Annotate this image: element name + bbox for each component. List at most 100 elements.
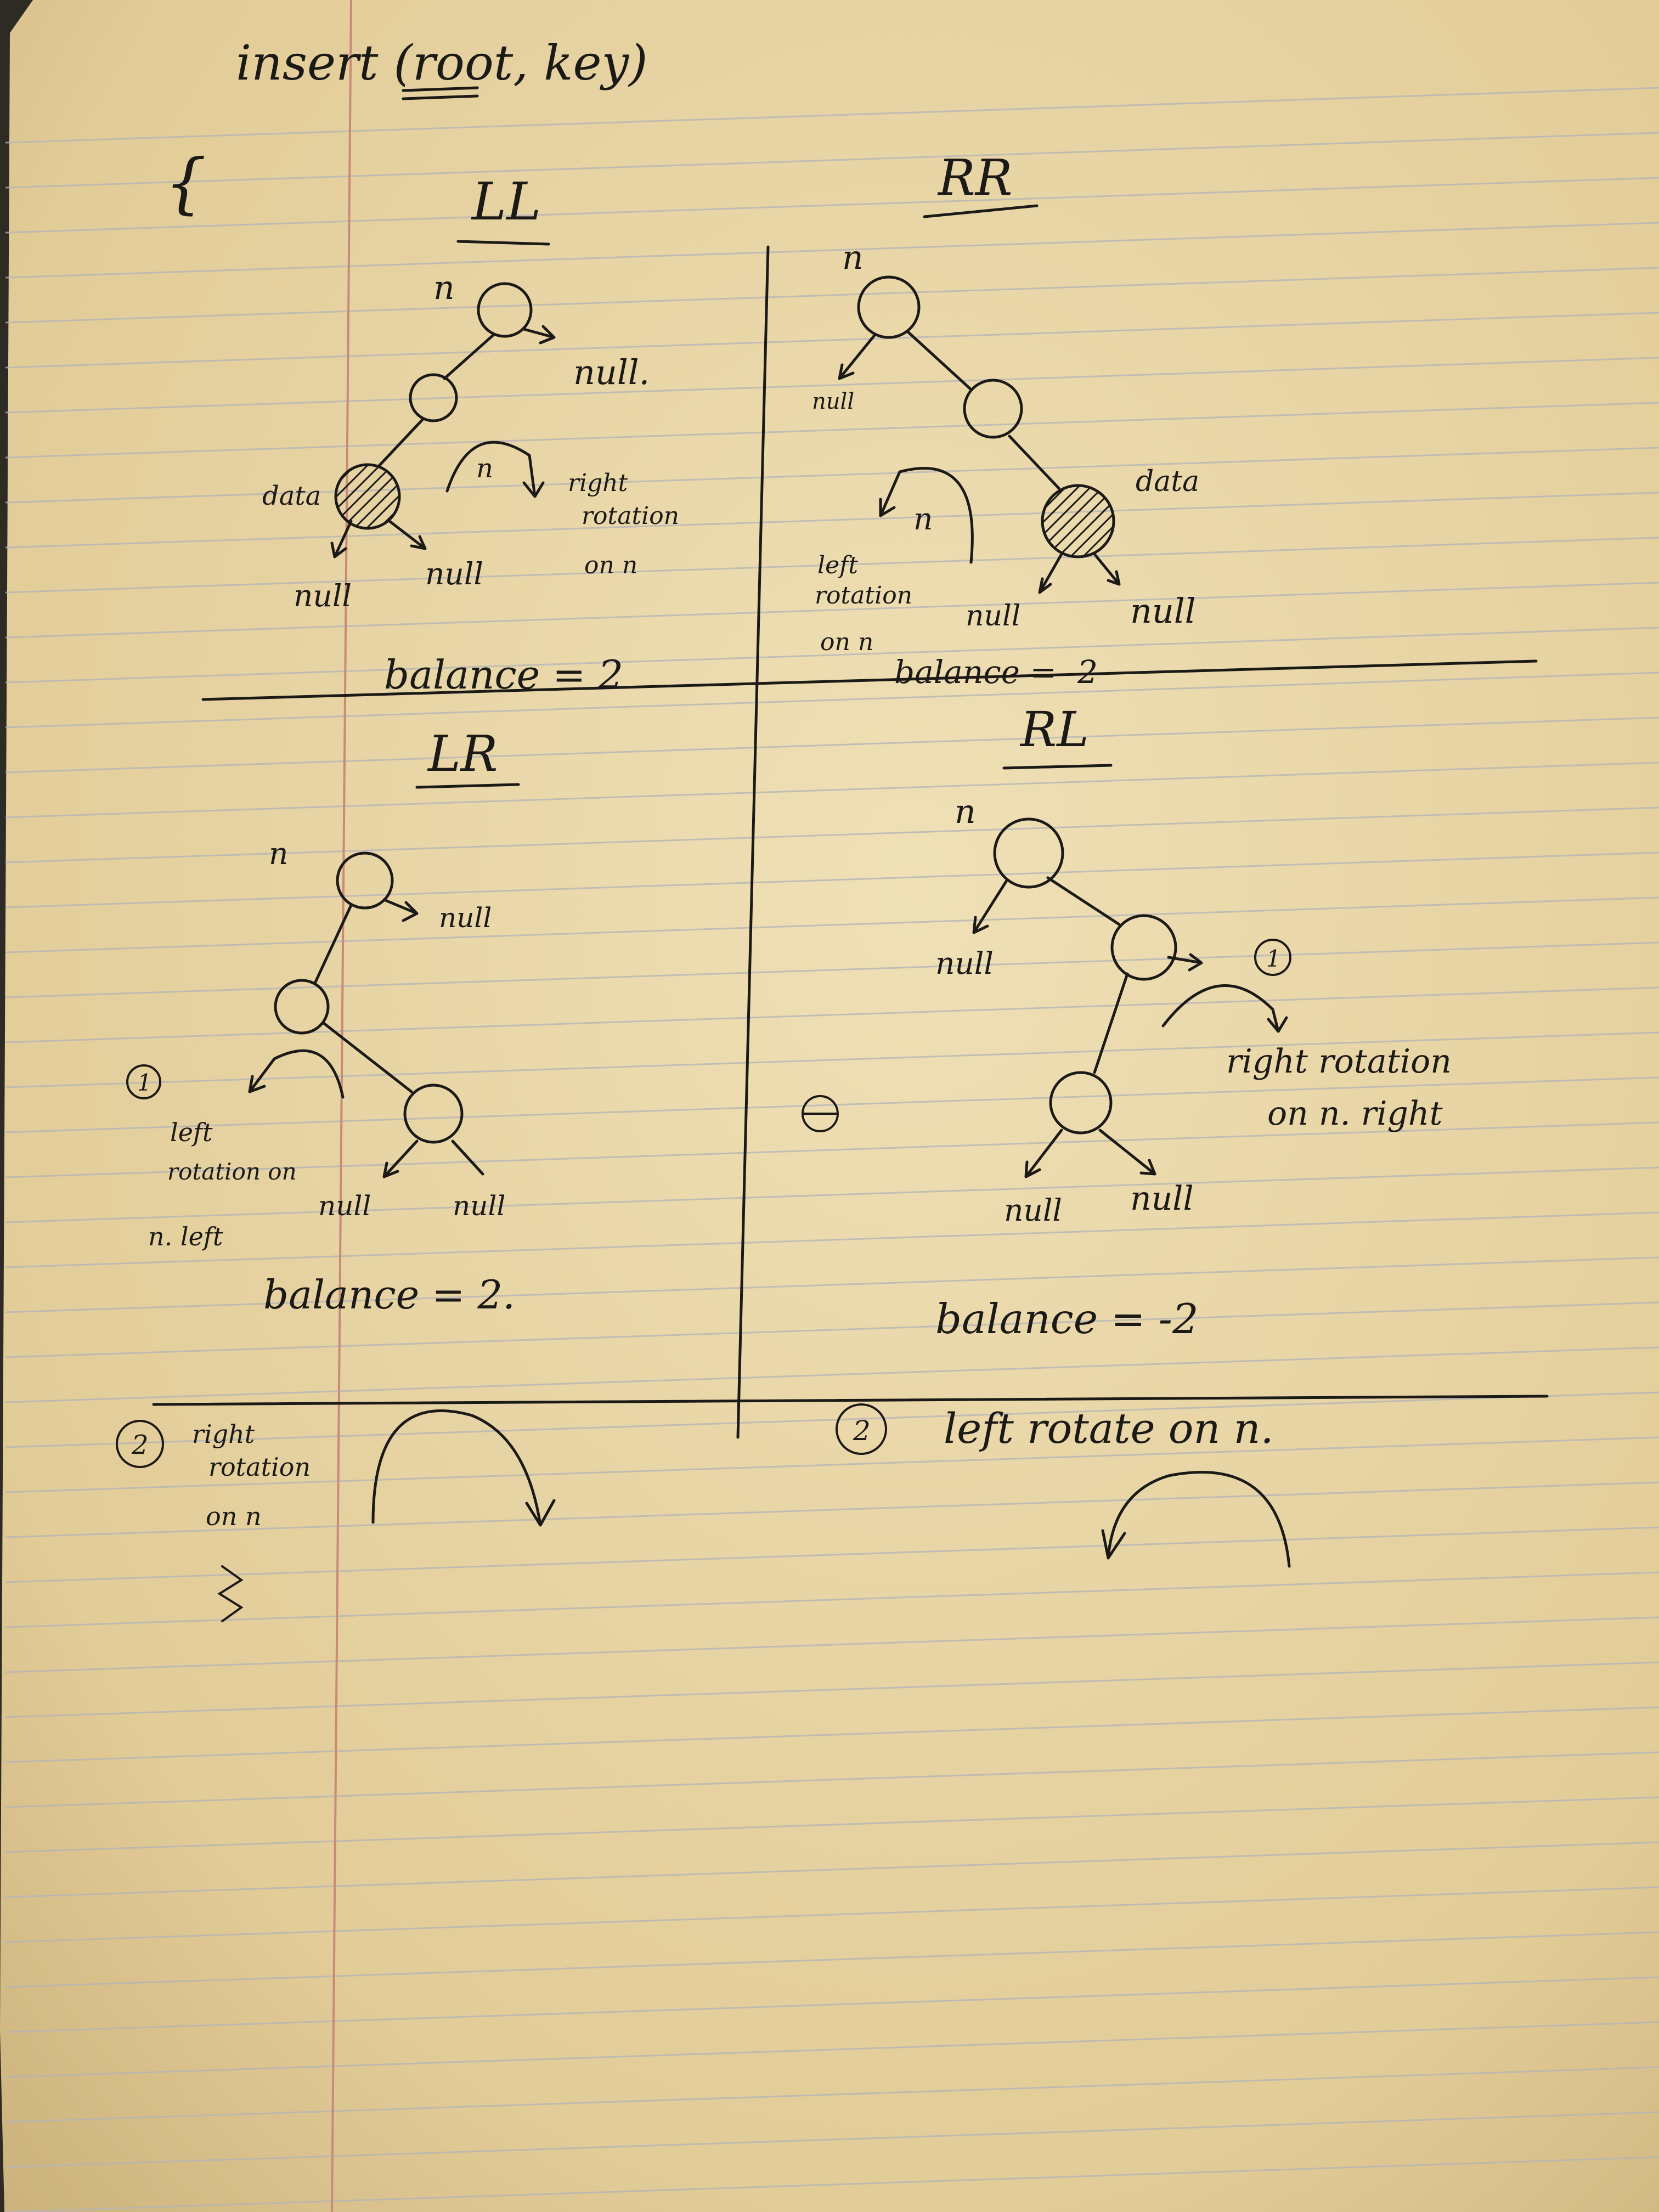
rr-arrow-n-null: [838, 333, 877, 380]
rl-step2-note: left rotate on n.: [944, 1404, 1274, 1453]
ruled-line: [5, 2111, 1659, 2168]
rl-node-right: [1110, 914, 1177, 981]
ruled-line: [5, 312, 1659, 369]
rr-note-line-2: rotation: [815, 582, 912, 610]
rr-rotation-symbol: n: [913, 501, 933, 537]
lr-node-left: [274, 979, 330, 1035]
rl-arrow-rightleft-null-left: [1024, 1128, 1063, 1178]
ll-arrow-data-null-right: [388, 520, 427, 550]
rl-node-rightleft: [1049, 1071, 1113, 1135]
rl-edge-right-rightleft: [1093, 972, 1129, 1074]
rr-node-data: [1041, 484, 1115, 558]
root-underline: [402, 86, 479, 92]
ll-null-right: null.: [573, 352, 650, 392]
lr-arrow-leftright-null-left: [382, 1139, 419, 1178]
lr-edge-leftright-null-right: [451, 1139, 484, 1176]
ruled-line: [5, 357, 1659, 414]
lr-title: LR: [427, 725, 498, 783]
ruled-line: [5, 222, 1659, 279]
lr-step2-arrow: [371, 1409, 556, 1527]
rl-step1-line-2: on n. right: [1267, 1094, 1443, 1133]
rr-null-b: null: [1130, 591, 1196, 631]
ruled-line: [5, 1256, 1659, 1313]
ruled-line: [5, 492, 1659, 549]
ruled-line: [5, 1076, 1659, 1133]
ruled-line: [5, 1121, 1659, 1178]
rr-rotation-arrow: [879, 466, 974, 564]
lr-null-a: null: [318, 1190, 371, 1222]
rl-step1-circle: [1254, 939, 1291, 976]
ll-note-line-2: rotation: [582, 502, 679, 530]
ll-note-line-3: on n: [584, 551, 637, 579]
lr-edge-left-leftright: [322, 1022, 413, 1093]
ll-title: LL: [471, 172, 541, 232]
ruled-line: [5, 1301, 1659, 1358]
rl-step2-arrow: [1101, 1471, 1291, 1568]
ruled-line: [5, 672, 1659, 729]
bottom-horizontal-divider: [152, 1395, 1549, 1406]
lr-balance: balance = 2.: [263, 1272, 515, 1318]
lr-step1-line-1: left: [170, 1118, 213, 1147]
lr-arrow-n-null: [382, 898, 419, 922]
ruled-line: [5, 1706, 1659, 1763]
ruled-line: [5, 1481, 1659, 1538]
lr-edge-n-left: [314, 904, 353, 984]
rl-node-n: [993, 817, 1064, 889]
rr-node-n: [857, 275, 921, 339]
ruled-line: [5, 851, 1659, 909]
ruled-lines: [5, 87, 1659, 2212]
rl-n-label: n: [955, 793, 976, 831]
lr-step2-line-3: on n: [206, 1502, 262, 1531]
ruled-line: [5, 177, 1659, 234]
ruled-line: [5, 716, 1659, 774]
ruled-line: [5, 1661, 1659, 1718]
rr-note-line-1: left: [817, 551, 858, 579]
lr-step2-line-2: rotation: [208, 1452, 311, 1482]
ruled-line: [5, 986, 1659, 1043]
ll-node-data: [334, 463, 401, 530]
rl-null-b: null: [1130, 1180, 1194, 1218]
ruled-line: [5, 896, 1659, 953]
ruled-line: [5, 2156, 1659, 2212]
ruled-line: [5, 941, 1659, 998]
ruled-line: [5, 627, 1659, 684]
rl-step1-arrow: [1161, 984, 1288, 1033]
rr-title: RR: [937, 149, 1013, 207]
function-signature: insert (root, key): [236, 35, 648, 91]
ll-null-b: null: [425, 556, 483, 591]
rl-title-underline: [1002, 764, 1113, 770]
lr-title-underline: [415, 783, 520, 789]
rl-null-left: null: [935, 946, 994, 981]
rl-arrow-right-null: [1167, 953, 1203, 972]
rl-edge-n-right: [1046, 876, 1121, 926]
ruled-line: [5, 761, 1659, 819]
rr-n-label: n: [842, 239, 864, 277]
ruled-line: [5, 87, 1659, 144]
rl-title: RL: [1019, 701, 1089, 758]
rr-data-label: data: [1136, 465, 1199, 498]
ll-edge-n-left: [443, 333, 495, 380]
rr-title-underline: [923, 204, 1039, 218]
margin-line: [331, 0, 352, 2212]
ll-arrow-n-null: [522, 325, 556, 345]
lr-step2-line-1: right: [192, 1419, 255, 1449]
ruled-line: [5, 2021, 1659, 2078]
ruled-line: [5, 1211, 1659, 1268]
lr-null-b: null: [453, 1190, 505, 1222]
lr-node-n: [336, 851, 394, 910]
rl-null-a: null: [1004, 1193, 1062, 1228]
ll-rotation-symbol: n: [476, 453, 493, 484]
ll-node-left: [409, 373, 458, 422]
ll-arrow-data-null-left: [330, 520, 353, 558]
ll-node-n: [477, 282, 533, 338]
rl-step2-circle: [836, 1403, 887, 1455]
ruled-line: [5, 2066, 1659, 2123]
ll-note-line-1: right: [568, 469, 628, 497]
ll-n-label: n: [433, 269, 455, 307]
ruled-line: [5, 1526, 1659, 1583]
open-brace: {: [165, 145, 206, 222]
ruled-line: [5, 1751, 1659, 1808]
rr-node-right: [963, 379, 1023, 439]
ll-title-underline: [456, 240, 550, 246]
